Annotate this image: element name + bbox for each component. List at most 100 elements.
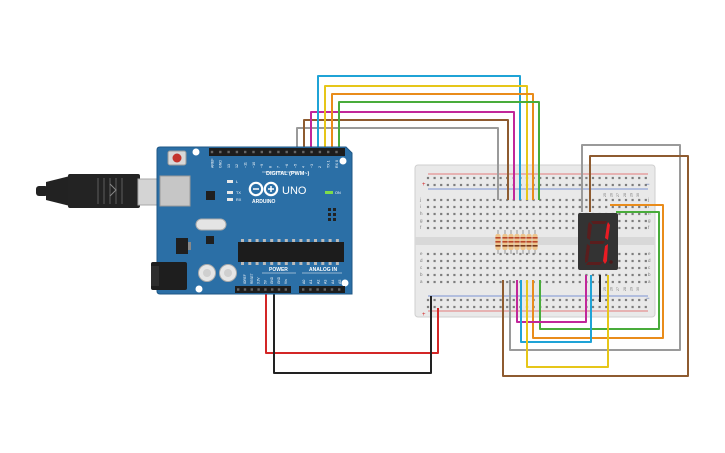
terminal-hole [440, 198, 443, 202]
analog-pin-hole[interactable] [330, 288, 334, 291]
terminal-hole [558, 219, 562, 223]
chip-pin [292, 262, 296, 265]
row-letter-right: g [648, 218, 651, 223]
analog-pin-hole[interactable] [323, 288, 326, 291]
digital-pin-hole[interactable] [227, 150, 230, 154]
wire-yellow-bottom[interactable] [526, 275, 609, 368]
digital-pin-hole[interactable] [268, 150, 272, 154]
terminal-hole [532, 205, 535, 209]
terminal-hole [565, 198, 568, 202]
power-pin-hole[interactable] [264, 288, 267, 291]
rail-hole [624, 298, 628, 302]
digital-pin-hole[interactable] [277, 150, 280, 154]
chip-pin [262, 262, 266, 265]
chip-pin [306, 262, 310, 265]
terminal-hole [433, 266, 436, 270]
terminal-hole [638, 219, 641, 223]
wire-yellow-top[interactable] [324, 85, 528, 200]
wire-cyan-bottom[interactable] [520, 275, 592, 343]
digital-pin-hole[interactable] [252, 150, 255, 154]
wire-brown-right[interactable] [502, 155, 689, 377]
digital-pin-hole[interactable] [210, 150, 214, 154]
digital-pin-hole[interactable] [219, 150, 222, 154]
wire-magenta-top[interactable] [310, 111, 515, 200]
digital-pin-hole[interactable] [318, 150, 322, 154]
rail-hole [433, 176, 436, 180]
digital-pin-hole[interactable] [293, 150, 297, 154]
wire-black-gnd[interactable] [273, 288, 432, 374]
icsp-pin [333, 208, 336, 211]
digital-pin-hole[interactable] [335, 150, 338, 154]
terminal-hole [446, 252, 449, 256]
seven-segment-display[interactable]: 1 [578, 0, 618, 270]
terminal-hole [459, 273, 463, 277]
terminal-hole [486, 259, 489, 263]
power-jack[interactable] [151, 262, 187, 290]
digital-pin-label: ~9 [260, 164, 264, 168]
wire-gray-right[interactable] [509, 144, 681, 351]
terminal-hole [453, 219, 456, 223]
wire-red-5v[interactable] [265, 288, 439, 354]
terminal-hole [466, 266, 469, 270]
wire-orange-right[interactable] [532, 204, 664, 339]
terminal-hole [519, 259, 522, 263]
terminal-hole [591, 280, 595, 284]
terminal-hole [506, 259, 509, 263]
terminal-hole [638, 266, 641, 270]
digital-pin-hole[interactable] [235, 150, 239, 154]
power-pin-hole[interactable] [237, 288, 240, 291]
wire-gray-top[interactable] [296, 127, 499, 200]
terminal-hole [466, 252, 469, 256]
analog-pin-hole[interactable] [316, 288, 319, 291]
terminal-hole [552, 226, 555, 230]
wire-magenta-bottom[interactable] [516, 275, 587, 323]
wire-green-right[interactable] [539, 211, 660, 330]
terminal-hole [479, 198, 482, 202]
terminal-hole [572, 252, 575, 256]
rail-hole [426, 305, 430, 309]
analog-pin-hole[interactable] [338, 288, 341, 291]
analog-pin-hole[interactable] [302, 288, 305, 291]
power-pin-hole[interactable] [284, 288, 287, 291]
power-pin-hole[interactable] [243, 288, 247, 291]
digital-pin-hole[interactable] [244, 150, 247, 154]
power-pin-hole[interactable] [271, 288, 274, 291]
terminal-hole [466, 273, 469, 277]
terminal-hole [506, 273, 509, 277]
digital-pin-hole[interactable] [327, 150, 330, 154]
wire-green-top[interactable] [338, 101, 540, 200]
digital-pin-hole[interactable] [285, 150, 288, 154]
wire-cyan-top[interactable] [317, 75, 521, 200]
led-tx-icon [227, 191, 233, 194]
wire-orange-top[interactable] [331, 93, 534, 200]
terminal-hole [459, 198, 463, 202]
rail-hole [624, 183, 628, 187]
power-pin-hole[interactable] [250, 288, 253, 291]
resistor-band [514, 237, 520, 239]
digital-pin-hole[interactable] [260, 150, 263, 154]
col-number: 28 [623, 287, 627, 291]
digital-pin-hole[interactable] [310, 150, 313, 154]
analog-pin-hole[interactable] [309, 288, 312, 291]
resistor-band [514, 241, 520, 243]
rail-hole [644, 176, 647, 180]
power-pin-hole[interactable] [277, 288, 281, 291]
terminal-hole [565, 212, 568, 216]
chip-pin [306, 239, 310, 242]
analog-pin-label: A3 [324, 280, 328, 284]
wire-brown-top[interactable] [303, 119, 509, 200]
power-pin-hole[interactable] [257, 288, 260, 291]
terminal-hole [638, 280, 641, 284]
reset-button[interactable] [172, 153, 182, 163]
rail-hole [499, 176, 502, 180]
rail-hole [499, 298, 502, 302]
rail-hole [499, 305, 502, 309]
terminal-hole [525, 212, 529, 216]
atmega-chip [238, 242, 344, 262]
terminal-hole [426, 212, 430, 216]
power-pin-label: 5V [263, 279, 267, 284]
terminal-hole [552, 198, 555, 202]
terminal-hole [519, 212, 522, 216]
digital-pin-hole[interactable] [302, 150, 305, 154]
